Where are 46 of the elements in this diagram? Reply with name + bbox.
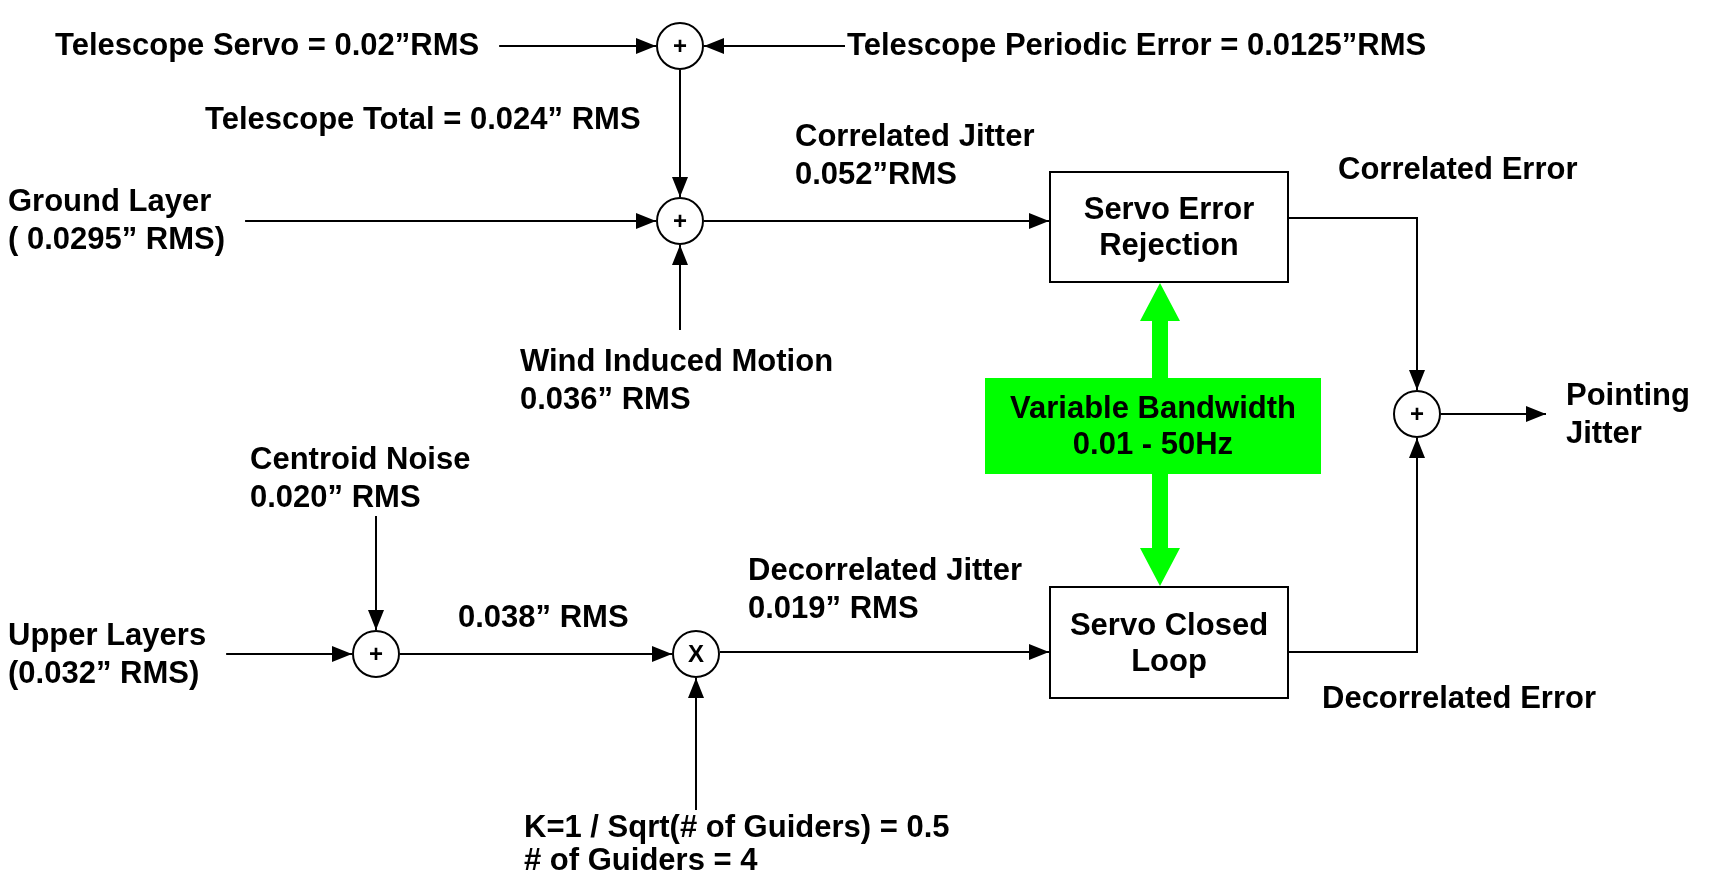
block-text: Variable Bandwidth xyxy=(1010,390,1296,426)
operator-symbol: + xyxy=(1410,402,1424,426)
summing-junction xyxy=(1393,390,1441,438)
arrow xyxy=(672,69,688,198)
operator-symbol: + xyxy=(369,642,383,666)
arrow xyxy=(1288,437,1425,653)
arrow xyxy=(244,213,657,229)
block-text: Servo Error Rejection xyxy=(1082,191,1256,263)
arrow xyxy=(688,677,704,811)
summing-junction xyxy=(656,197,704,245)
signal-label: K=1 / Sqrt(# of Guiders) = 0.5 xyxy=(524,810,950,843)
arrow xyxy=(368,515,384,631)
arrow xyxy=(1440,406,1547,422)
operator-symbol: + xyxy=(673,209,687,233)
operator-symbol: X xyxy=(688,642,704,666)
multiplier-junction xyxy=(672,630,720,678)
thick-arrow xyxy=(1140,283,1180,378)
bandwidth-block xyxy=(985,378,1321,474)
block-text: Servo Closed Loop xyxy=(1068,606,1270,679)
signal-label: Wind Induced Motion xyxy=(520,342,834,380)
arrow xyxy=(672,244,688,331)
signal-label: (0.032” RMS) xyxy=(8,654,201,692)
arrow xyxy=(718,644,1050,660)
signal-label: Ground Layer xyxy=(8,182,213,220)
signal-label: 0.020” RMS xyxy=(250,478,422,516)
signal-label: Telescope Periodic Error = 0.0125”RMS xyxy=(847,26,1427,64)
signal-label: Telescope Servo = 0.02”RMS xyxy=(55,26,480,64)
signal-label: Centroid Noise xyxy=(250,440,471,478)
signal-label: Pointing Jitter xyxy=(1566,376,1690,452)
signal-label: # of Guiders = 4 xyxy=(524,843,758,876)
block-text: 0.01 - 50Hz xyxy=(1072,426,1234,462)
arrow xyxy=(703,38,846,54)
arrow xyxy=(225,646,353,662)
summing-junction xyxy=(352,630,400,678)
arrow xyxy=(1288,217,1425,391)
signal-label: ( 0.0295” RMS) xyxy=(8,220,226,258)
thick-arrow xyxy=(1140,474,1180,586)
signal-label: Upper Layers xyxy=(8,616,207,654)
operator-symbol: + xyxy=(673,34,687,58)
process-box xyxy=(1049,586,1289,699)
signal-label: 0.036” RMS xyxy=(520,380,692,418)
arrow xyxy=(399,646,673,662)
summing-junction xyxy=(656,22,704,70)
arrow xyxy=(498,38,657,54)
process-box xyxy=(1049,171,1289,283)
arrow xyxy=(703,213,1050,229)
